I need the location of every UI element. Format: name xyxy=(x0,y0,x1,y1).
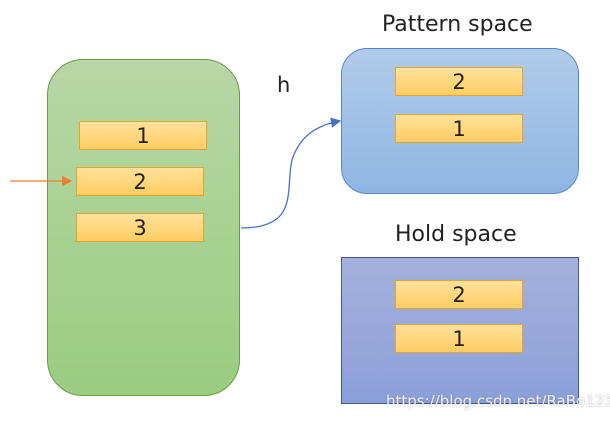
input-line-1: 1 xyxy=(79,121,207,150)
pattern-space-line-1: 2 xyxy=(395,67,523,96)
pattern-space-title: Pattern space xyxy=(382,12,533,37)
pattern-space-line-2: 1 xyxy=(395,114,523,143)
command-label: h xyxy=(277,73,291,97)
hold-space-title: Hold space xyxy=(395,222,517,247)
copy-to-hold-arrow xyxy=(240,117,342,229)
hold-space-line-2: 1 xyxy=(395,324,523,353)
input-line-2: 2 xyxy=(76,167,204,196)
hold-space-line-1: 2 xyxy=(395,280,523,309)
input-line-3: 3 xyxy=(76,213,204,242)
watermark-text: https://blog.csdn.net/RaBo123 xyxy=(386,392,610,410)
